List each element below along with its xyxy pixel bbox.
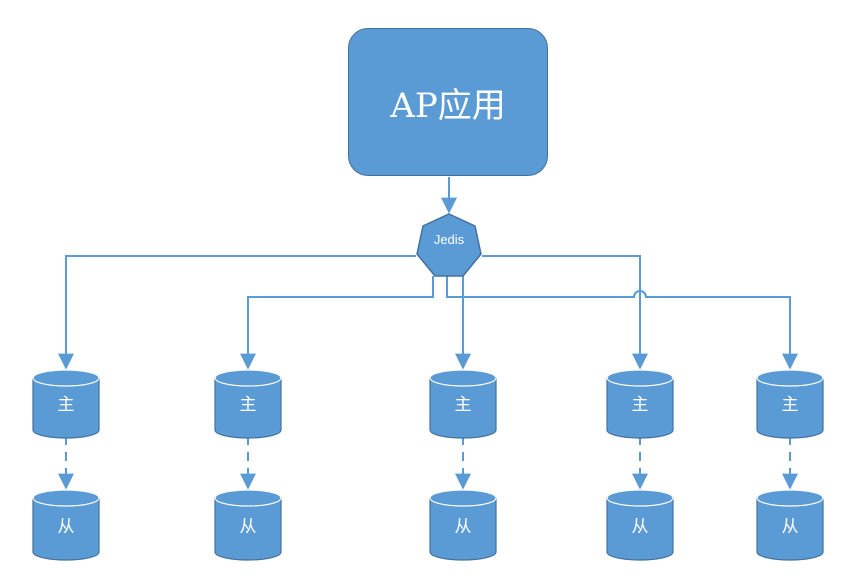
slave-db-2 xyxy=(214,489,282,561)
master-label-4: 主 xyxy=(631,395,649,415)
master-label-3: 主 xyxy=(454,395,472,415)
master-label-5: 主 xyxy=(781,395,799,415)
slave-db-5 xyxy=(756,489,824,561)
database-nodes xyxy=(32,369,824,561)
jedis-heptagon xyxy=(416,213,482,277)
slave-db-4 xyxy=(606,489,674,561)
jedis-to-master-4-arrow xyxy=(482,255,648,370)
master-db-2 xyxy=(214,369,282,439)
slave-label-2: 从 xyxy=(239,517,257,537)
slave-db-3 xyxy=(429,489,497,561)
jedis-label: Jedis xyxy=(433,232,465,247)
jedis-to-master-5-arrow xyxy=(446,276,798,370)
master-label-2: 主 xyxy=(239,395,257,415)
app-node: AP应用 xyxy=(348,28,548,176)
slave-label-3: 从 xyxy=(454,517,472,537)
jedis-to-master-1-arrow xyxy=(58,255,416,370)
app-label: AP应用 xyxy=(390,85,506,126)
jedis-to-master-2-arrow xyxy=(240,276,434,370)
master-label-1: 主 xyxy=(57,395,75,415)
slave-label-5: 从 xyxy=(781,517,799,537)
master-db-3 xyxy=(429,369,497,439)
master-db-5 xyxy=(756,369,824,439)
slave-label-1: 从 xyxy=(57,517,75,537)
slave-label-4: 从 xyxy=(631,517,649,537)
slave-db-1 xyxy=(32,489,100,561)
master-db-1 xyxy=(32,369,100,439)
master-db-4 xyxy=(606,369,674,439)
connectors xyxy=(58,177,798,490)
